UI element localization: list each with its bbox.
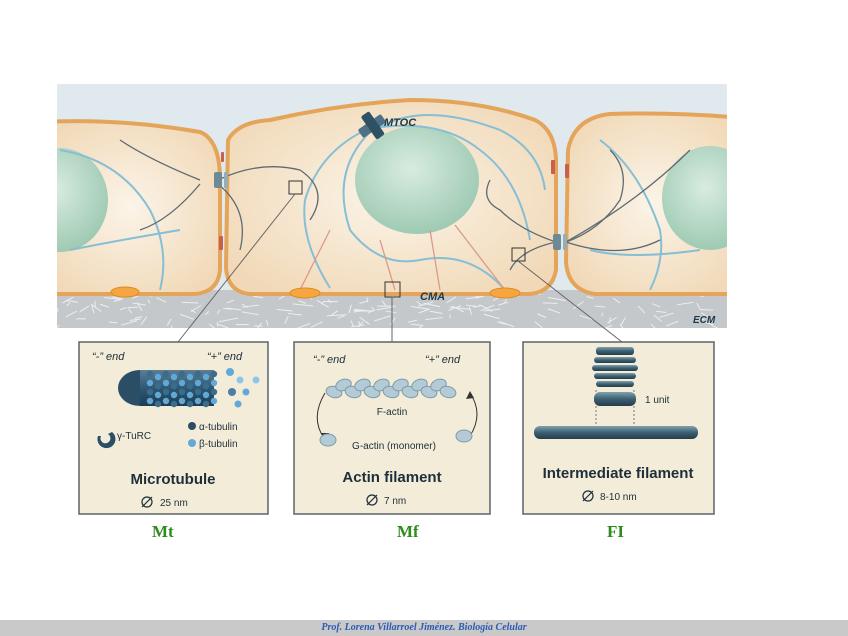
actin-minus-end: “-” end xyxy=(313,354,346,366)
label-mtoc: MTOC xyxy=(384,117,417,129)
legend-alpha-tubulin: α-tubulin xyxy=(199,422,238,433)
alpha-tubulin-icon xyxy=(188,422,196,430)
nucleus-middle xyxy=(355,126,479,234)
beta-tubulin-icon xyxy=(188,439,196,447)
tubulin-dots xyxy=(147,371,217,407)
footer-bar: Prof. Lorena Villarroel Jiménez. Biologí… xyxy=(0,620,848,636)
nucleus-left xyxy=(12,148,108,252)
panel-intermediate: 1 unit Intermediate filament 8-10 nm xyxy=(523,342,714,514)
actin-diameter: 7 nm xyxy=(384,496,406,507)
label-ecm: ECM xyxy=(693,315,716,326)
label-f-actin: F-actin xyxy=(377,407,408,418)
label-fi: FI xyxy=(607,522,624,542)
panel-microtubule: “-” end “+” end γ-TuRC α-tubulin β-tubul… xyxy=(79,342,268,514)
label-mf: Mf xyxy=(397,522,419,542)
label-cma: CMA xyxy=(420,291,445,303)
actin-plus-end: “+” end xyxy=(425,354,461,366)
if-filament xyxy=(534,426,698,439)
label-mt: Mt xyxy=(152,522,174,542)
mt-title: Microtubule xyxy=(131,471,216,488)
panel-actin: “-” end “+” end F-actin G-actin (monomer… xyxy=(294,342,490,514)
actin-title: Actin filament xyxy=(342,469,441,486)
if-title: Intermediate filament xyxy=(543,465,694,482)
if-unit-label: 1 unit xyxy=(645,395,670,406)
legend-gamma-turc: γ-TuRC xyxy=(117,431,151,442)
g-actin-monomer-right xyxy=(456,430,472,442)
mt-minus-end: “-” end xyxy=(92,351,125,363)
label-g-actin: G-actin (monomer) xyxy=(352,441,436,452)
if-unit xyxy=(594,392,636,406)
if-diameter: 8-10 nm xyxy=(600,492,637,503)
mt-plus-end: “+” end xyxy=(207,351,243,363)
footer-credit: Prof. Lorena Villarroel Jiménez. Biologí… xyxy=(0,620,848,636)
legend-beta-tubulin: β-tubulin xyxy=(199,439,238,450)
g-actin-monomer-left xyxy=(320,434,336,446)
mt-diameter: 25 nm xyxy=(160,498,188,509)
nucleus-right xyxy=(662,146,758,250)
